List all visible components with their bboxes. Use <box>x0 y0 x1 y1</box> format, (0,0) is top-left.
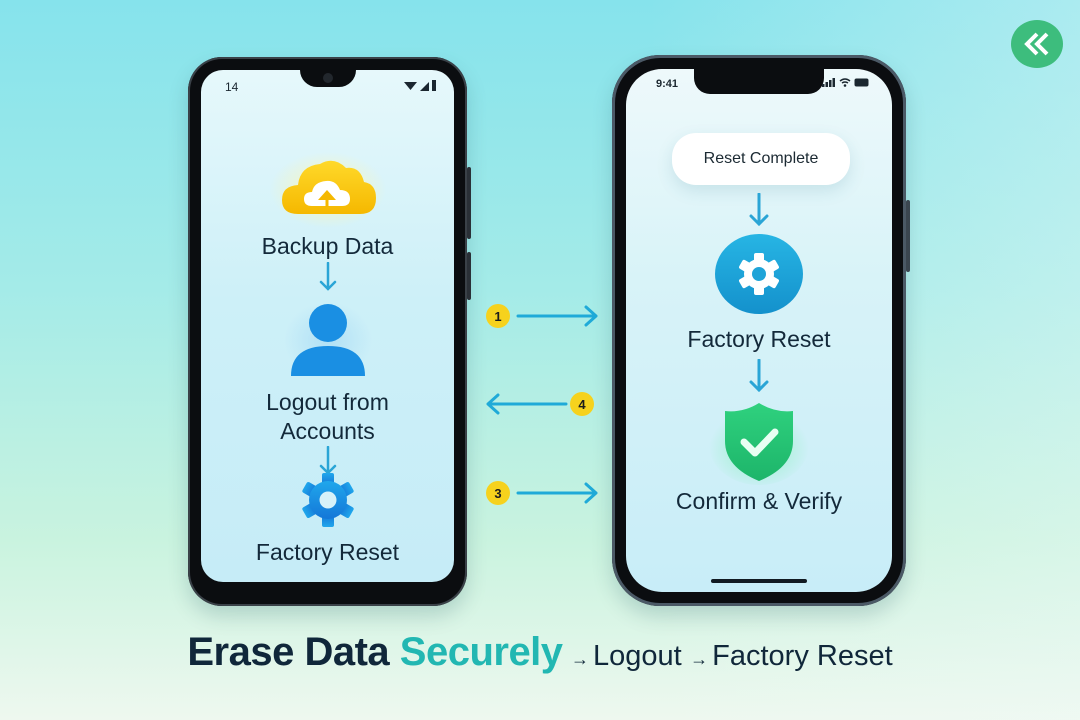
arrow-right-icon <box>516 305 598 327</box>
step-label: Factory Reset <box>255 539 400 565</box>
connector-step-1: 1 <box>486 304 600 328</box>
iphone-screen: 9:41 Reset Complete <box>626 69 892 592</box>
headline-part3: Factory Reset <box>712 640 893 672</box>
status-bar: 9:41 <box>626 69 892 97</box>
battery-icon <box>854 78 869 87</box>
notch <box>694 69 824 94</box>
step-confirm-verify[interactable]: Confirm & Verify <box>626 399 892 516</box>
status-time: 14 <box>225 80 239 94</box>
notch <box>299 70 356 87</box>
power-button <box>467 252 471 300</box>
connector-step-4: 4 <box>484 392 594 416</box>
user-icon <box>283 302 372 378</box>
front-camera <box>322 73 333 83</box>
side-button <box>906 200 910 272</box>
step-factory-reset[interactable]: Factory Reset <box>201 468 454 567</box>
android-screen: 14 <box>201 70 454 582</box>
reset-complete-banner: Reset Complete <box>672 133 850 185</box>
step-label: Backup Data <box>261 233 394 259</box>
gear-icon <box>715 234 803 314</box>
connector-step-3: 3 <box>486 481 600 505</box>
home-indicator <box>711 579 807 583</box>
wifi-icon <box>839 78 851 87</box>
step-label: Confirm & Verify <box>675 488 843 514</box>
step-number-badge: 3 <box>486 481 510 505</box>
down-arrow-icon <box>749 193 769 227</box>
step-logout-accounts[interactable]: Logout from Accounts <box>201 298 454 446</box>
step-factory-reset[interactable]: Factory Reset <box>626 233 892 354</box>
step-label: Factory Reset <box>687 326 831 352</box>
cellular-signal-icon <box>420 81 429 91</box>
gear-icon <box>301 473 354 527</box>
headline: Erase Data Securely →Logout →Factory Res… <box>0 630 1080 675</box>
brand-logo[interactable] <box>1011 20 1063 68</box>
arrow-left-icon <box>486 393 568 415</box>
shield-check-icon <box>709 403 809 485</box>
status-time: 9:41 <box>656 78 679 90</box>
headline-accent: Securely <box>399 630 563 674</box>
volume-button <box>467 167 471 239</box>
battery-icon <box>432 80 436 91</box>
headline-part2: Logout <box>593 640 682 672</box>
android-phone: 14 <box>188 57 471 606</box>
wifi-icon <box>404 81 417 90</box>
cellular-signal-icon <box>822 78 835 87</box>
down-arrow-icon <box>749 359 769 393</box>
status-bar: 14 <box>201 70 454 98</box>
cloud-upload-icon <box>269 152 386 228</box>
arrow-right-icon <box>516 482 598 504</box>
step-backup-data[interactable]: Backup Data <box>201 148 454 261</box>
step-number-badge: 4 <box>570 392 594 416</box>
double-chevron-left-icon <box>1024 32 1049 56</box>
headline-arrow: → <box>571 649 589 669</box>
step-label-line2: Accounts <box>280 418 375 444</box>
down-arrow-icon <box>319 262 336 291</box>
iphone: 9:41 Reset Complete <box>612 55 910 606</box>
headline-part1: Erase Data <box>187 630 400 674</box>
headline-arrow: → <box>690 649 709 669</box>
step-number-badge: 1 <box>486 304 510 328</box>
step-label-line1: Logout from <box>266 389 389 415</box>
